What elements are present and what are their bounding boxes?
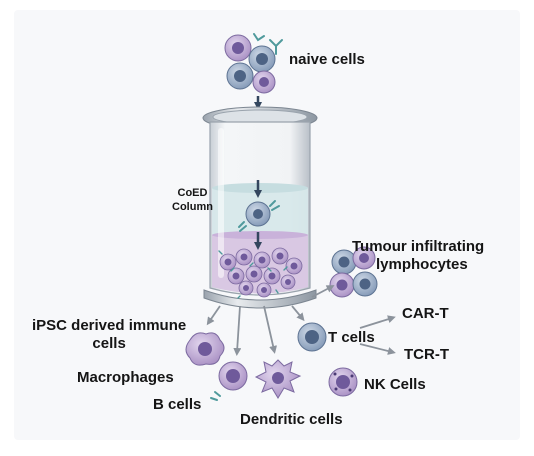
label-ipsc-line2: cells bbox=[92, 335, 126, 352]
label-dendritic-cells: Dendritic cells bbox=[240, 411, 343, 428]
arrow-to-til bbox=[311, 285, 335, 298]
naive-cell-4 bbox=[252, 70, 276, 94]
label-naive-cells: naive cells bbox=[289, 51, 365, 68]
arrow-to-macrophages bbox=[206, 305, 221, 326]
arrow-to-t-cells bbox=[291, 305, 305, 322]
label-b-cells: B cells bbox=[153, 396, 202, 413]
arrow-to-car-t bbox=[359, 315, 396, 329]
label-coed-column: CoED Column bbox=[172, 186, 213, 215]
naive-cell-1 bbox=[224, 34, 252, 62]
b-cell bbox=[210, 361, 248, 401]
t-cell bbox=[297, 322, 327, 352]
label-car-t: CAR-T bbox=[402, 305, 449, 322]
til-cells bbox=[329, 246, 378, 298]
label-t-cells: T cells bbox=[328, 329, 375, 346]
dendritic-cell bbox=[254, 359, 302, 399]
label-til-line2: lymphocytes bbox=[376, 256, 468, 273]
label-nk-cells: NK Cells bbox=[364, 376, 426, 393]
antibody-icon bbox=[253, 33, 283, 55]
label-til-line1: Tumour infiltrating bbox=[352, 238, 485, 255]
arrow-to-b-cells bbox=[233, 305, 242, 356]
arrow-to-dendritic bbox=[263, 305, 278, 354]
label-ipsc-line1: iPSC derived immune bbox=[32, 317, 187, 334]
naive-cell-2 bbox=[248, 45, 276, 73]
naive-cells-group bbox=[224, 33, 283, 94]
naive-cell-3 bbox=[226, 62, 254, 90]
bound-cell-cluster bbox=[218, 247, 303, 299]
label-til: Tumour infiltrating lymphocytes bbox=[352, 238, 484, 274]
label-coed-line1: CoED bbox=[177, 187, 208, 199]
label-macrophages: Macrophages bbox=[77, 369, 174, 386]
nk-cell bbox=[328, 367, 358, 397]
captured-cell bbox=[238, 200, 280, 232]
label-tcr-t: TCR-T bbox=[404, 346, 449, 363]
arrow-to-tcr-t bbox=[359, 343, 396, 355]
macrophage-cell bbox=[185, 332, 225, 366]
label-coed-line2: Column bbox=[172, 201, 213, 214]
label-ipsc: iPSC derived immune cells bbox=[32, 317, 186, 353]
